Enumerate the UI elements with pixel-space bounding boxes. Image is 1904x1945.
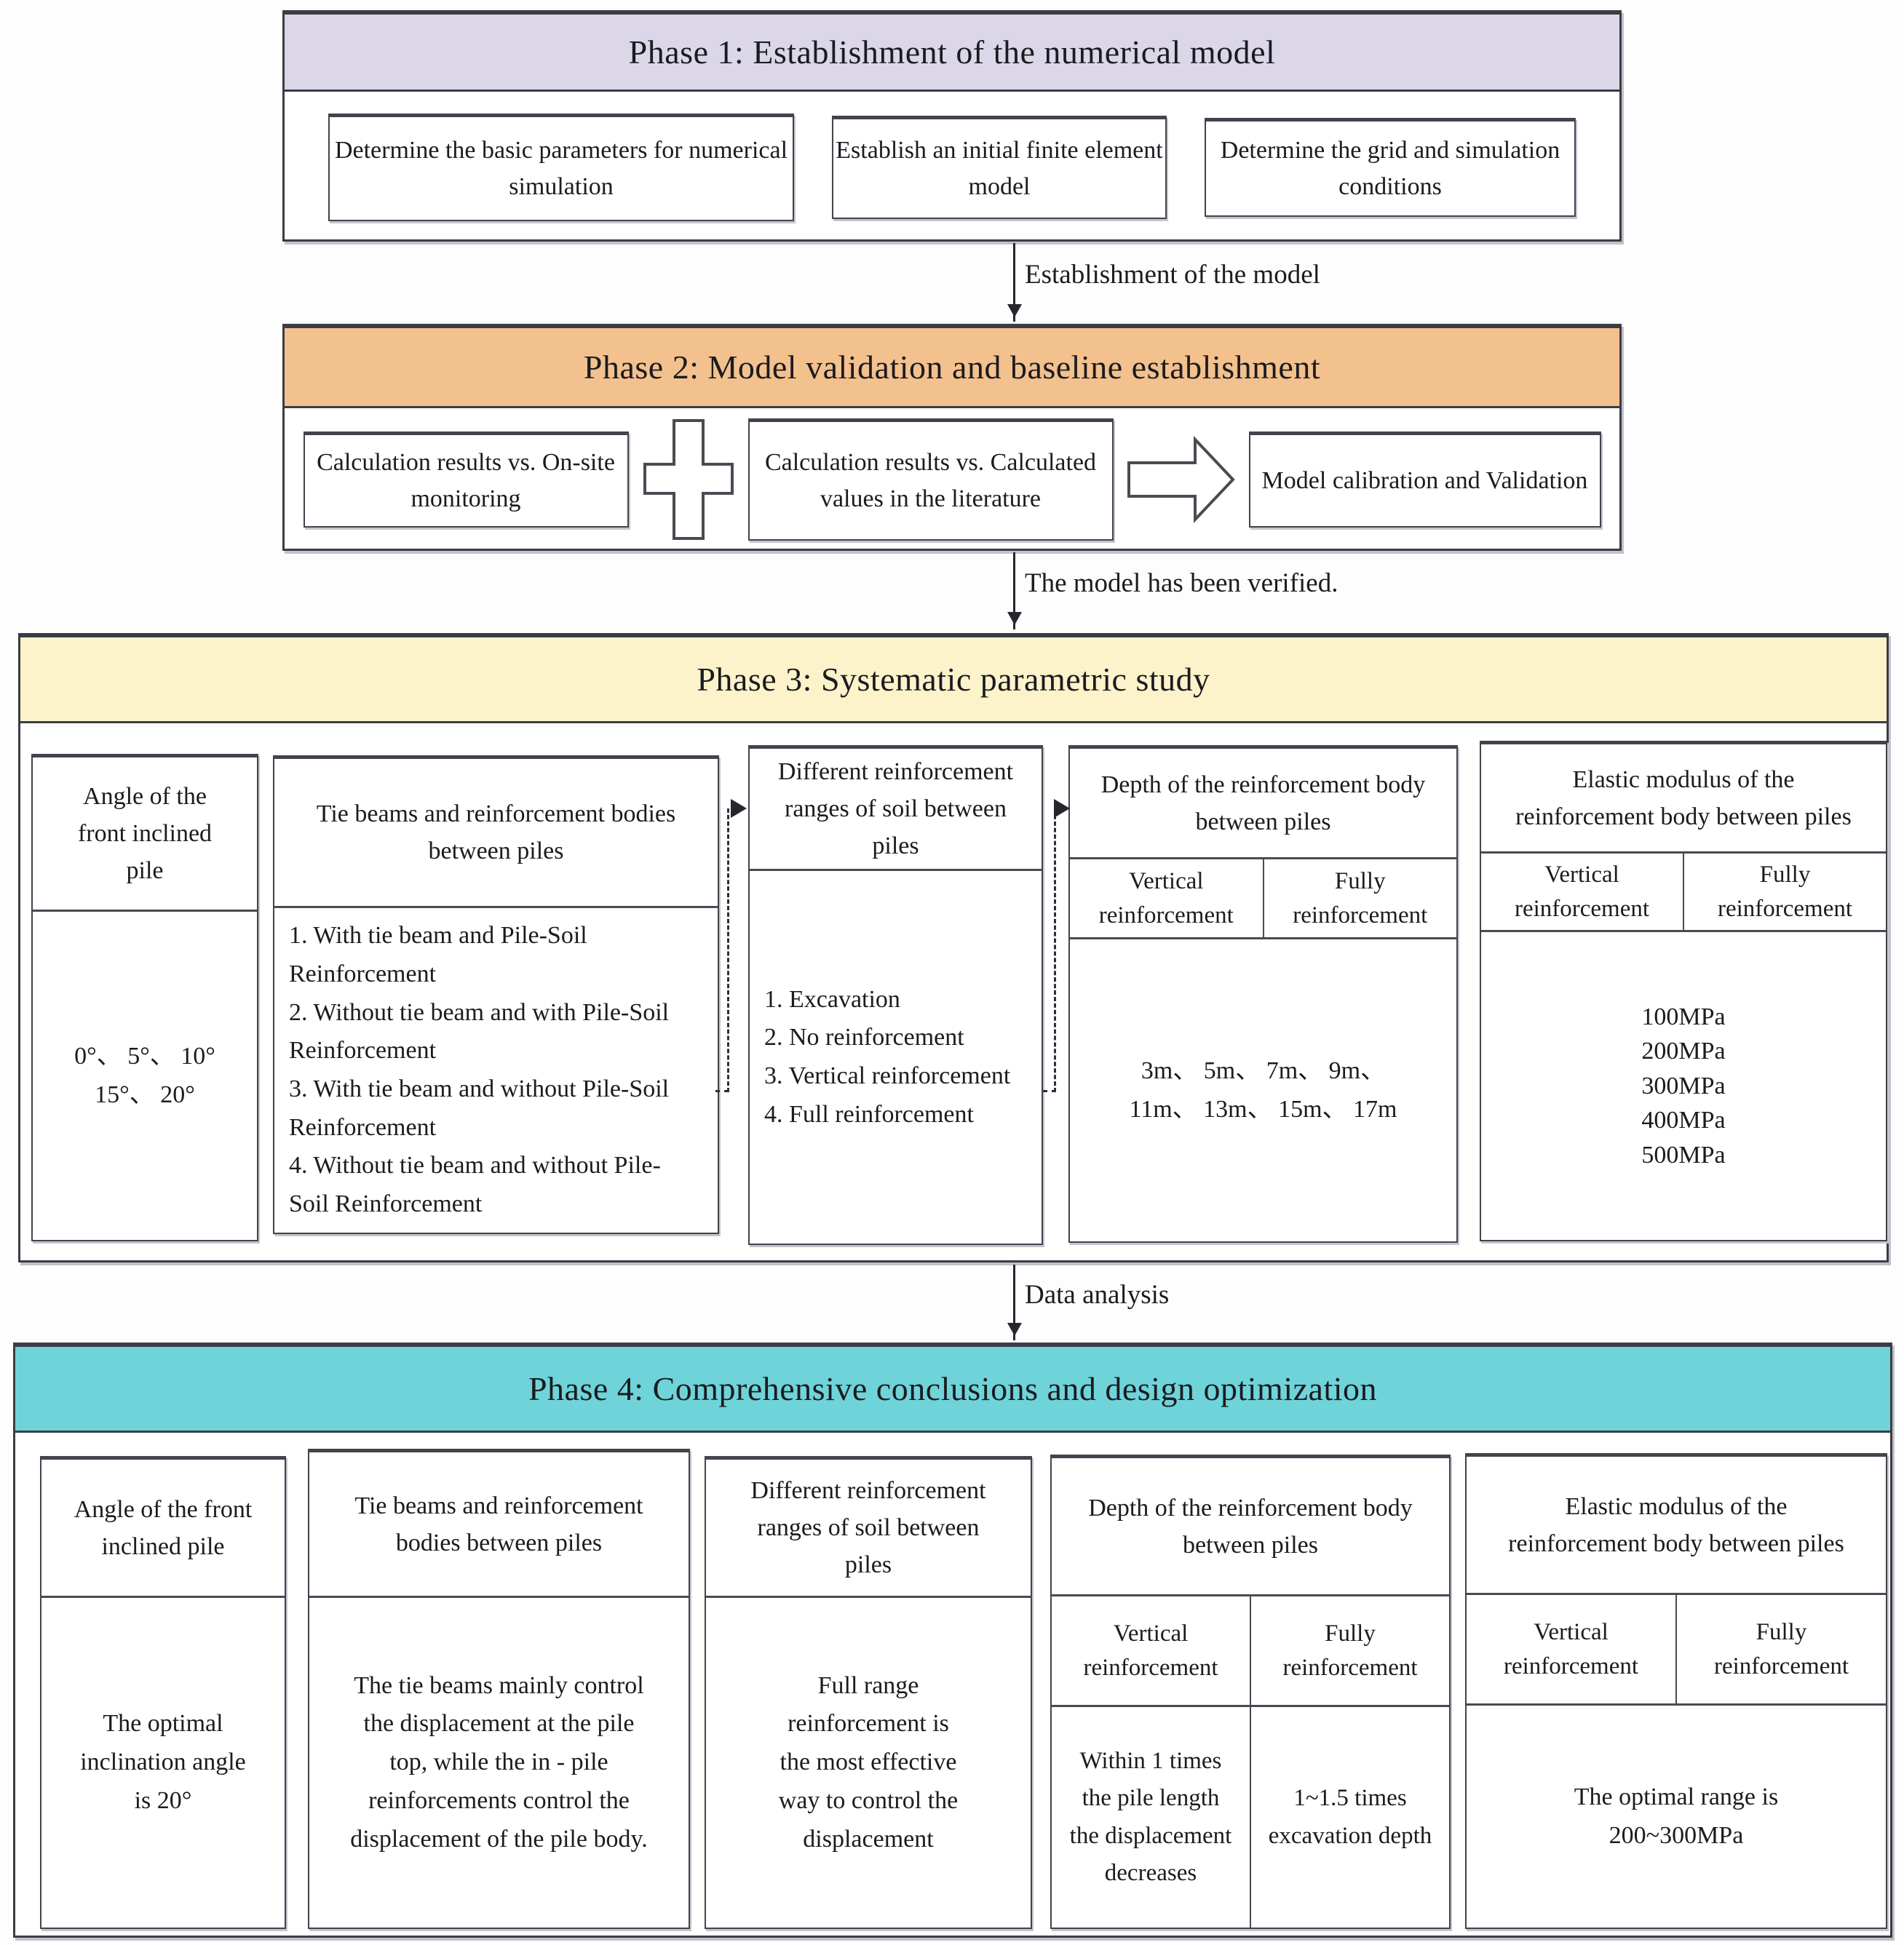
p4-elastic-sub-vertical: Vertical reinforcement [1467,1595,1677,1703]
p3-col-angle-content: 0°、 5°、 10° 15°、 20° [74,1042,215,1108]
p4-col-tie-beams-header: Tie beams and reinforcement bodies betwe… [309,1452,689,1598]
p4-col-reinforcement-ranges-header: Different reinforcement ranges of soil b… [706,1460,1031,1598]
phase2-box-onsite-monitoring: Calculation results vs. On-site monitori… [303,431,629,528]
p4-col-angle-header: Angle of the front inclined pile [41,1460,285,1598]
p4-col-reinforcement-ranges: Different reinforcement ranges of soil b… [705,1456,1032,1929]
p3-col-tie-beams-header: Tie beams and reinforcement bodies betwe… [274,759,718,908]
phase2-box-literature-values: Calculation results vs. Calculated value… [747,418,1114,541]
dashed-connector-2-arrowhead-icon [1054,799,1079,818]
phase2-title: Phase 2: Model validation and baseline e… [583,349,1321,386]
phase2-header: Phase 2: Model validation and baseline e… [285,328,1619,408]
dashed-connector-2-line [1054,808,1056,1092]
p3-col-reinforcement-ranges-content: 1. Excavation 2. No reinforcement 3. Ver… [764,985,1011,1128]
p4-col-elastic-modulus-content: The optimal range is 200~300MPa [1574,1783,1779,1849]
phase3-header: Phase 3: Systematic parametric study [20,637,1887,723]
p4-col-depth-content-row: Within 1 times the pile length the displ… [1052,1707,1449,1928]
p4-col-angle: Angle of the front inclined pile The opt… [40,1456,286,1929]
dashed-connector-1-line [727,808,729,1092]
p4-col-depth-subrow: Vertical reinforcement Fully reinforceme… [1052,1596,1449,1707]
p4-col-reinforcement-ranges-content: Full range reinforcement is the most eff… [778,1671,959,1853]
arrow-phase3-to-phase4 [1007,1265,1022,1340]
phase1-content-row: Determine the basic parameters for numer… [285,92,1619,243]
phase3-title: Phase 3: Systematic parametric study [697,661,1210,698]
phase4-title: Phase 4: Comprehensive conclusions and d… [528,1370,1378,1407]
p3-col-depth: Depth of the reinforcement body between … [1068,745,1458,1243]
p4-col-depth-header: Depth of the reinforcement body between … [1052,1458,1449,1596]
p4-depth-sub-fully: Fully reinforcement [1282,1620,1418,1681]
dashed-connector-1-arrowhead-icon [731,799,756,818]
dashed-connector-2-stub [1043,1090,1056,1092]
phase1-step-grid-conditions: Determine the grid and simulation condit… [1205,118,1576,217]
p3-col-depth-header: Depth of the reinforcement body between … [1070,749,1456,859]
arrow-phase2-to-phase3 [1007,552,1022,629]
p3-col-elastic-modulus: Elastic modulus of the reinforcement bod… [1480,741,1887,1241]
p3-col-reinforcement-ranges: Different reinforcement ranges of soil b… [748,745,1043,1245]
p3-depth-sub-fully: Fully reinforcement [1293,868,1428,928]
phase1-box: Phase 1: Establishment of the numerical … [282,10,1622,242]
phase3-box: Phase 3: Systematic parametric study Ang… [18,633,1889,1262]
p4-col-depth: Depth of the reinforcement body between … [1050,1455,1451,1929]
p3-col-depth-content: 3m、 5m、 7m、 9m、 11m、 13m、 15m、 17m [1129,1057,1397,1123]
p3-col-elastic-subrow: Vertical reinforcement Fully reinforceme… [1481,854,1886,932]
phase2-box: Phase 2: Model validation and baseline e… [282,324,1622,551]
arrow2-label: The model has been verified. [1025,568,1338,598]
p3-col-reinforcement-ranges-header: Different reinforcement ranges of soil b… [750,749,1042,871]
p3-col-tie-beams-content: 1. With tie beam and Pile-Soil Reinforce… [289,922,670,1218]
arrow1-label: Establishment of the model [1025,260,1320,290]
phase1-header: Phase 1: Establishment of the numerical … [285,15,1619,92]
p4-col-elastic-modulus-header: Elastic modulus of the reinforcement bod… [1467,1457,1886,1595]
phase1-title: Phase 1: Establishment of the numerical … [628,33,1276,71]
p4-depth-content-vertical: Within 1 times the pile length the displ… [1052,1707,1251,1928]
p3-col-elastic-modulus-content: 100MPa 200MPa 300MPa 400MPa 500MPa [1641,1003,1726,1169]
phase1-step-initial-model: Establish an initial finite element mode… [832,116,1167,219]
phase2-content-row: Calculation results vs. On-site monitori… [285,408,1619,551]
p3-col-elastic-modulus-header: Elastic modulus of the reinforcement bod… [1481,744,1886,854]
arrow-phase1-to-phase2 [1007,243,1022,322]
phase2-box-calibration-validation: Model calibration and Validation [1248,431,1601,528]
p4-col-elastic-modulus: Elastic modulus of the reinforcement bod… [1465,1453,1887,1929]
p3-elastic-sub-fully: Fully reinforcement [1717,862,1853,922]
p3-elastic-sub-vertical: Vertical reinforcement [1481,854,1684,930]
arrow3-label: Data analysis [1025,1280,1170,1310]
dashed-connector-1-stub [715,1090,729,1092]
p4-col-angle-content: The optimal inclination angle is 20° [80,1710,246,1814]
p3-col-angle-header: Angle of the front inclined pile [33,757,257,912]
right-block-arrow-icon [1127,435,1235,524]
p3-col-depth-subrow: Vertical reinforcement Fully reinforceme… [1070,859,1456,939]
p3-depth-sub-vertical: Vertical reinforcement [1070,859,1264,937]
phase4-box: Phase 4: Comprehensive conclusions and d… [13,1343,1892,1938]
p4-col-elastic-subrow: Vertical reinforcement Fully reinforceme… [1467,1595,1886,1706]
p4-elastic-sub-fully: Fully reinforcement [1713,1619,1849,1679]
phase4-header: Phase 4: Comprehensive conclusions and d… [15,1347,1890,1433]
p3-col-angle: Angle of the front inclined pile 0°、 5°、… [31,754,258,1241]
p4-depth-content-fully: 1~1.5 times excavation depth [1268,1785,1432,1849]
p4-depth-sub-vertical: Vertical reinforcement [1052,1596,1251,1705]
p4-col-tie-beams: Tie beams and reinforcement bodies betwe… [308,1449,690,1929]
p4-col-tie-beams-content: The tie beams mainly control the displac… [350,1671,648,1853]
phase1-step-basic-parameters: Determine the basic parameters for numer… [328,114,794,221]
plus-icon [643,419,734,540]
p3-col-tie-beams: Tie beams and reinforcement bodies betwe… [273,755,719,1234]
